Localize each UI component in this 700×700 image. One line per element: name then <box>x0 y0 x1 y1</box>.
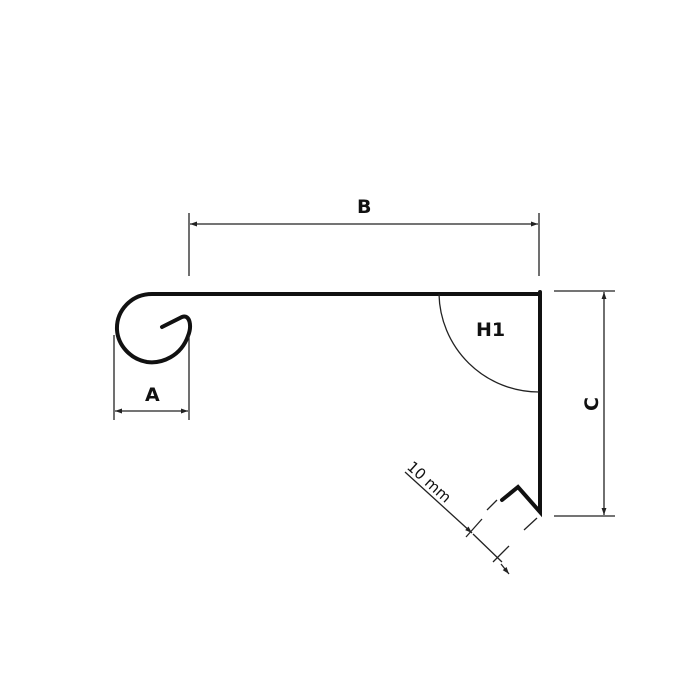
dimension-c <box>554 290 615 517</box>
angle-arc-h1 <box>438 293 540 393</box>
dimension-hem <box>404 471 538 575</box>
dimension-a <box>113 335 190 420</box>
dimension-label-b: B <box>357 196 371 218</box>
dimension-b <box>188 213 540 276</box>
vertical-leg <box>500 290 542 518</box>
dimension-label-a: A <box>145 384 160 406</box>
angle-label-h1: H1 <box>476 319 505 341</box>
dimension-label-hem: 10 mm <box>403 458 455 507</box>
dimension-label-c: C <box>581 397 603 411</box>
curl-edge <box>114 292 542 365</box>
profile-outline <box>114 290 542 518</box>
